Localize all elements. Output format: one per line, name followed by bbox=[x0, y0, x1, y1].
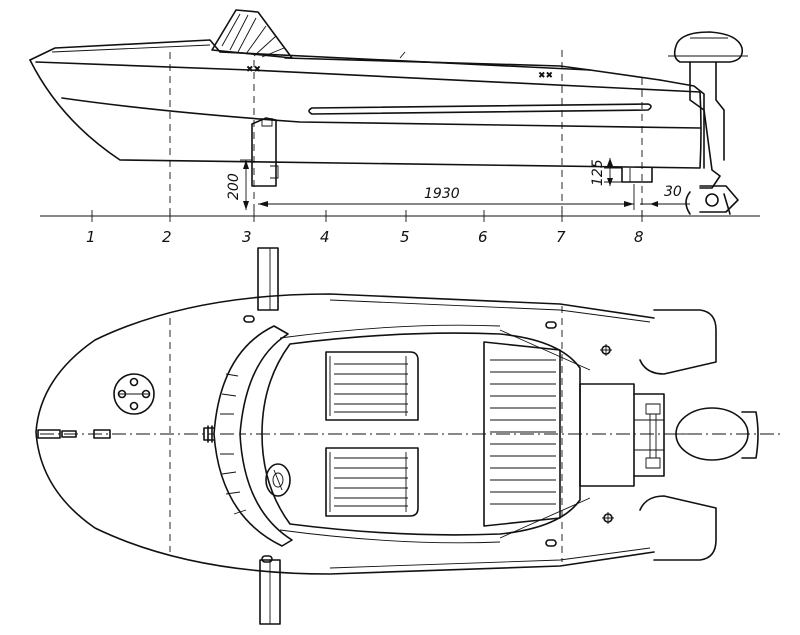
station-label: 5 bbox=[400, 228, 410, 246]
front-seat-right bbox=[325, 447, 419, 517]
side-view: ✖✖ ✖✖ bbox=[29, 9, 760, 246]
station-label: 3 bbox=[242, 228, 252, 246]
motor-well bbox=[579, 383, 635, 487]
bow-hatch bbox=[113, 373, 155, 415]
station-label: 1 bbox=[86, 228, 96, 246]
rub-rail bbox=[308, 103, 652, 115]
dimension-draft: 200 bbox=[226, 159, 252, 210]
station-label: 8 bbox=[634, 228, 644, 246]
windshield-plan bbox=[213, 325, 293, 547]
station-label: 7 bbox=[556, 228, 566, 246]
skeg bbox=[251, 117, 277, 187]
dimension-step: 125 bbox=[590, 158, 622, 186]
deck-line bbox=[29, 39, 661, 81]
dimension-offset: 30 bbox=[640, 184, 690, 207]
deck-fittings bbox=[243, 315, 614, 563]
sheer-line bbox=[35, 61, 701, 93]
svg-text:✖✖: ✖✖ bbox=[538, 71, 553, 81]
stern-pod-bottom bbox=[639, 495, 717, 561]
cockpit-coaming bbox=[261, 332, 581, 536]
rear-bench bbox=[483, 341, 561, 527]
hull-side bbox=[29, 59, 702, 169]
station-label: 6 bbox=[478, 228, 488, 246]
skeg-bottom bbox=[259, 559, 281, 625]
hull-plan bbox=[35, 293, 655, 575]
dimension-step-value: 125 bbox=[590, 159, 606, 186]
coaming bbox=[284, 57, 591, 71]
dimension-length-value: 1930 bbox=[424, 186, 460, 202]
station-label: 4 bbox=[320, 228, 330, 246]
svg-text:✖✖: ✖✖ bbox=[246, 65, 261, 75]
windshield-side bbox=[211, 9, 293, 59]
plan-view bbox=[35, 247, 782, 625]
dimension-offset-value: 30 bbox=[664, 184, 682, 200]
transom bbox=[659, 79, 705, 169]
station-labels: 1 2 3 4 5 6 7 8 bbox=[86, 228, 644, 246]
chine-line bbox=[61, 97, 701, 129]
stern-pod-top bbox=[639, 309, 717, 375]
steering-wheel bbox=[265, 463, 291, 497]
station-label: 2 bbox=[162, 228, 172, 246]
stern-step bbox=[621, 167, 653, 183]
front-seat-left bbox=[325, 351, 419, 421]
station-ticks bbox=[91, 210, 643, 222]
bow-fitting bbox=[37, 429, 111, 439]
outboard-motor-side bbox=[668, 31, 748, 215]
skeg-top bbox=[257, 247, 279, 311]
dimension-draft-value: 200 bbox=[226, 173, 242, 200]
dimension-length: 1930 bbox=[258, 184, 635, 210]
